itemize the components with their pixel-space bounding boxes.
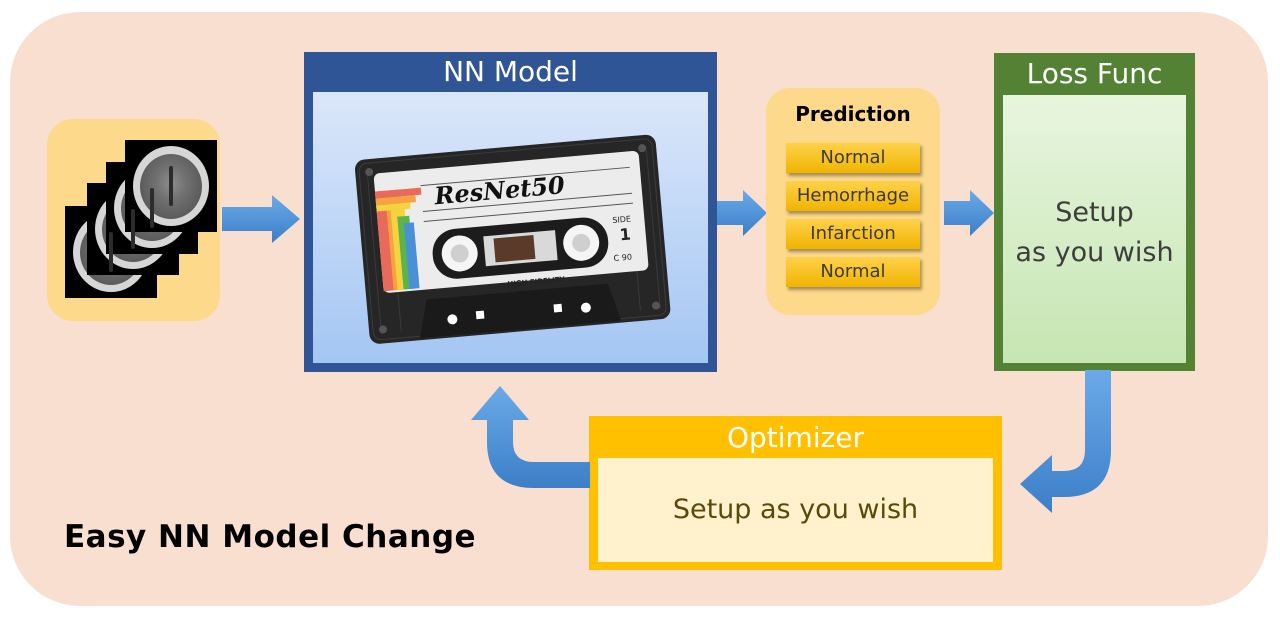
- curved-arrow-icon: [1020, 370, 1111, 513]
- prediction-title: Prediction: [795, 102, 911, 126]
- side-number: 1: [619, 225, 632, 245]
- loss-func-text-line1: Setup: [1055, 197, 1134, 228]
- loss-func-block: Loss Func Setup as you wish: [994, 53, 1195, 371]
- optimizer-text: Setup as you wish: [672, 494, 919, 525]
- loss-func-body: Setup as you wish: [1003, 95, 1186, 363]
- nn-model-title: NN Model: [443, 55, 578, 88]
- arrow-right-icon: [717, 190, 767, 236]
- side-label: SIDE: [612, 214, 631, 225]
- prediction-item: Normal: [786, 257, 920, 287]
- loss-func-text: Setup as you wish: [1003, 193, 1186, 273]
- arrow-right-icon: [944, 190, 994, 236]
- nn-model-block: NN Model: [304, 52, 717, 372]
- loss-func-title: Loss Func: [1026, 57, 1163, 90]
- prediction-item: Infarction: [786, 219, 920, 249]
- loss-func-text-line2: as you wish: [1015, 237, 1174, 268]
- arrow-right-icon: [222, 195, 300, 243]
- ct-slice-image: [125, 140, 217, 232]
- optimizer-block: Optimizer Setup as you wish: [589, 416, 1002, 570]
- prediction-item: Normal: [786, 143, 920, 173]
- cassette-tape-icon: ResNet50 SIDE 1 C 90 HIGH FIDELITY: [354, 134, 671, 344]
- ct-input-box: [47, 119, 220, 321]
- footer-caption: Easy NN Model Change: [64, 519, 477, 555]
- curved-arrow-icon: [471, 386, 590, 488]
- prediction-item: Hemorrhage: [786, 181, 920, 211]
- tape-type: C 90: [613, 252, 632, 263]
- optimizer-body: Setup as you wish: [598, 458, 993, 562]
- optimizer-title: Optimizer: [726, 421, 865, 454]
- prediction-block: Prediction Normal Hemorrhage Infarction …: [766, 88, 940, 315]
- nn-model-body: ResNet50 SIDE 1 C 90 HIGH FIDELITY: [313, 92, 708, 363]
